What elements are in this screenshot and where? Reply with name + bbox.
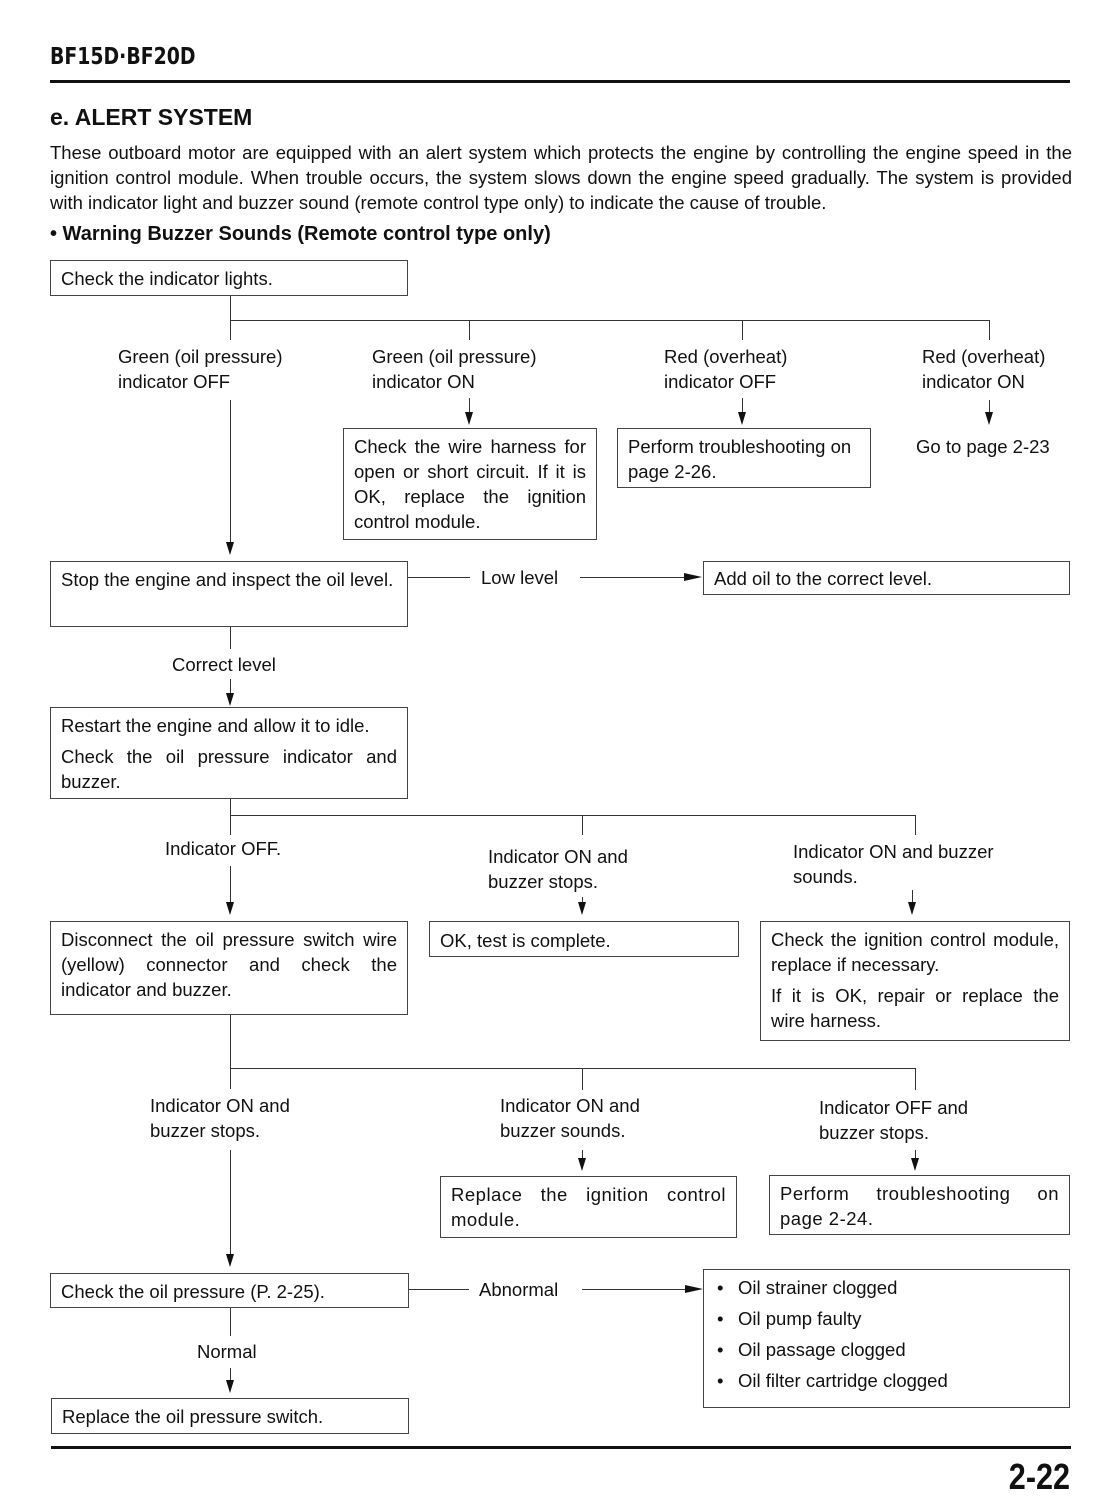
arrow-down-icon bbox=[465, 412, 473, 425]
page-number: 2-22 bbox=[1008, 1456, 1070, 1497]
check-ignition-module-box: Check the ignition control module, repla… bbox=[760, 921, 1070, 1041]
manual-model-header: BF15D·BF20D bbox=[50, 44, 196, 70]
connector-line bbox=[582, 1150, 583, 1160]
header-rule bbox=[50, 80, 1070, 83]
arrow-down-icon bbox=[226, 542, 234, 555]
green-on-label: Green (oil pressure)indicator ON bbox=[372, 346, 537, 392]
disconnect-switch-box: Disconnect the oil pressure switch wire … bbox=[50, 921, 408, 1015]
red-on-label: Red (overheat)indicator ON bbox=[922, 346, 1046, 392]
arrow-right-icon bbox=[684, 573, 702, 581]
connector-line bbox=[409, 1289, 469, 1290]
test-complete-box: OK, test is complete. bbox=[429, 921, 739, 957]
arrow-down-icon bbox=[985, 412, 993, 425]
troubleshoot-226-box: Perform troubleshooting on page 2-26. bbox=[617, 428, 871, 488]
connector-line bbox=[230, 1015, 231, 1089]
subheading: • Warning Buzzer Sounds (Remote control … bbox=[50, 223, 551, 245]
connector-line bbox=[582, 897, 583, 904]
connector-line bbox=[915, 1150, 916, 1160]
connector-line bbox=[230, 1150, 231, 1256]
causes-box: Oil strainer clogged Oil pump faulty Oil… bbox=[703, 1269, 1070, 1408]
connector-line bbox=[742, 398, 743, 414]
goto-page-223: Go to page 2-23 bbox=[916, 436, 1050, 457]
replace-switch-box: Replace the oil pressure switch. bbox=[51, 1398, 409, 1434]
add-oil-box: Add oil to the correct level. bbox=[703, 561, 1070, 595]
list-item: Oil passage clogged bbox=[712, 1334, 1061, 1365]
connector-line bbox=[582, 815, 583, 835]
indicator-off-label: Indicator OFF. bbox=[165, 838, 282, 859]
section-title: e. ALERT SYSTEM bbox=[50, 104, 253, 130]
arrow-down-icon bbox=[226, 902, 234, 915]
arrow-down-icon bbox=[578, 1158, 586, 1171]
restart-engine-box: Restart the engine and allow it to idle.… bbox=[50, 707, 408, 799]
connector-line bbox=[742, 320, 743, 340]
connector-line bbox=[230, 400, 231, 542]
connector-line bbox=[230, 627, 231, 649]
arrow-down-icon bbox=[226, 1254, 234, 1267]
connector-line bbox=[230, 1308, 231, 1336]
connector-line bbox=[582, 1068, 583, 1090]
arrow-down-icon bbox=[738, 412, 746, 425]
connector-line bbox=[230, 799, 231, 835]
arrow-down-icon bbox=[908, 902, 916, 915]
connector-line bbox=[230, 1368, 231, 1382]
green-off-label: Green (oil pressure)indicator OFF bbox=[118, 346, 283, 392]
correct-level-label: Correct level bbox=[172, 654, 276, 675]
connector-line bbox=[580, 577, 685, 578]
arrow-down-icon bbox=[226, 693, 234, 706]
connector-line bbox=[230, 866, 231, 904]
check-wire-harness-box: Check the wire harness for open or short… bbox=[343, 428, 597, 540]
causes-list: Oil strainer clogged Oil pump faulty Oil… bbox=[712, 1272, 1061, 1396]
troubleshoot-224-box: Perform troubleshooting on page 2-24. bbox=[769, 1175, 1070, 1235]
connector-line bbox=[989, 400, 990, 414]
arrow-down-icon bbox=[578, 902, 586, 915]
connector-line bbox=[230, 296, 231, 340]
arrow-right-icon bbox=[685, 1285, 703, 1293]
list-item: Oil strainer clogged bbox=[712, 1272, 1061, 1303]
arrow-down-icon bbox=[226, 1380, 234, 1393]
intro-paragraph: These outboard motor are equipped with a… bbox=[50, 142, 1072, 213]
connector-line bbox=[408, 577, 470, 578]
replace-ignition-module-box: Replace the ignition control module. bbox=[440, 1176, 737, 1238]
low-level-label: Low level bbox=[481, 567, 559, 588]
connector-line bbox=[912, 890, 913, 904]
connector-line bbox=[469, 398, 470, 414]
check-oil-pressure-box: Check the oil pressure (P. 2-25). bbox=[50, 1273, 409, 1308]
connector-line bbox=[469, 320, 470, 340]
branch-line bbox=[230, 815, 915, 816]
connector-line bbox=[989, 320, 990, 340]
red-off-label: Red (overheat)indicator OFF bbox=[664, 346, 788, 392]
arrow-down-icon bbox=[911, 1158, 919, 1171]
list-item: Oil pump faulty bbox=[712, 1303, 1061, 1334]
check-indicator-lights-box: Check the indicator lights. bbox=[50, 260, 408, 296]
normal-label: Normal bbox=[197, 1341, 257, 1362]
connector-line bbox=[915, 1068, 916, 1090]
list-item: Oil filter cartridge clogged bbox=[712, 1365, 1061, 1396]
stop-engine-box: Stop the engine and inspect the oil leve… bbox=[50, 561, 408, 627]
connector-line bbox=[582, 1289, 686, 1290]
branch-line bbox=[230, 320, 989, 321]
branch-line bbox=[230, 1068, 915, 1069]
abnormal-label: Abnormal bbox=[479, 1279, 559, 1300]
connector-line bbox=[230, 679, 231, 695]
footer-rule bbox=[51, 1446, 1071, 1449]
connector-line bbox=[915, 815, 916, 835]
